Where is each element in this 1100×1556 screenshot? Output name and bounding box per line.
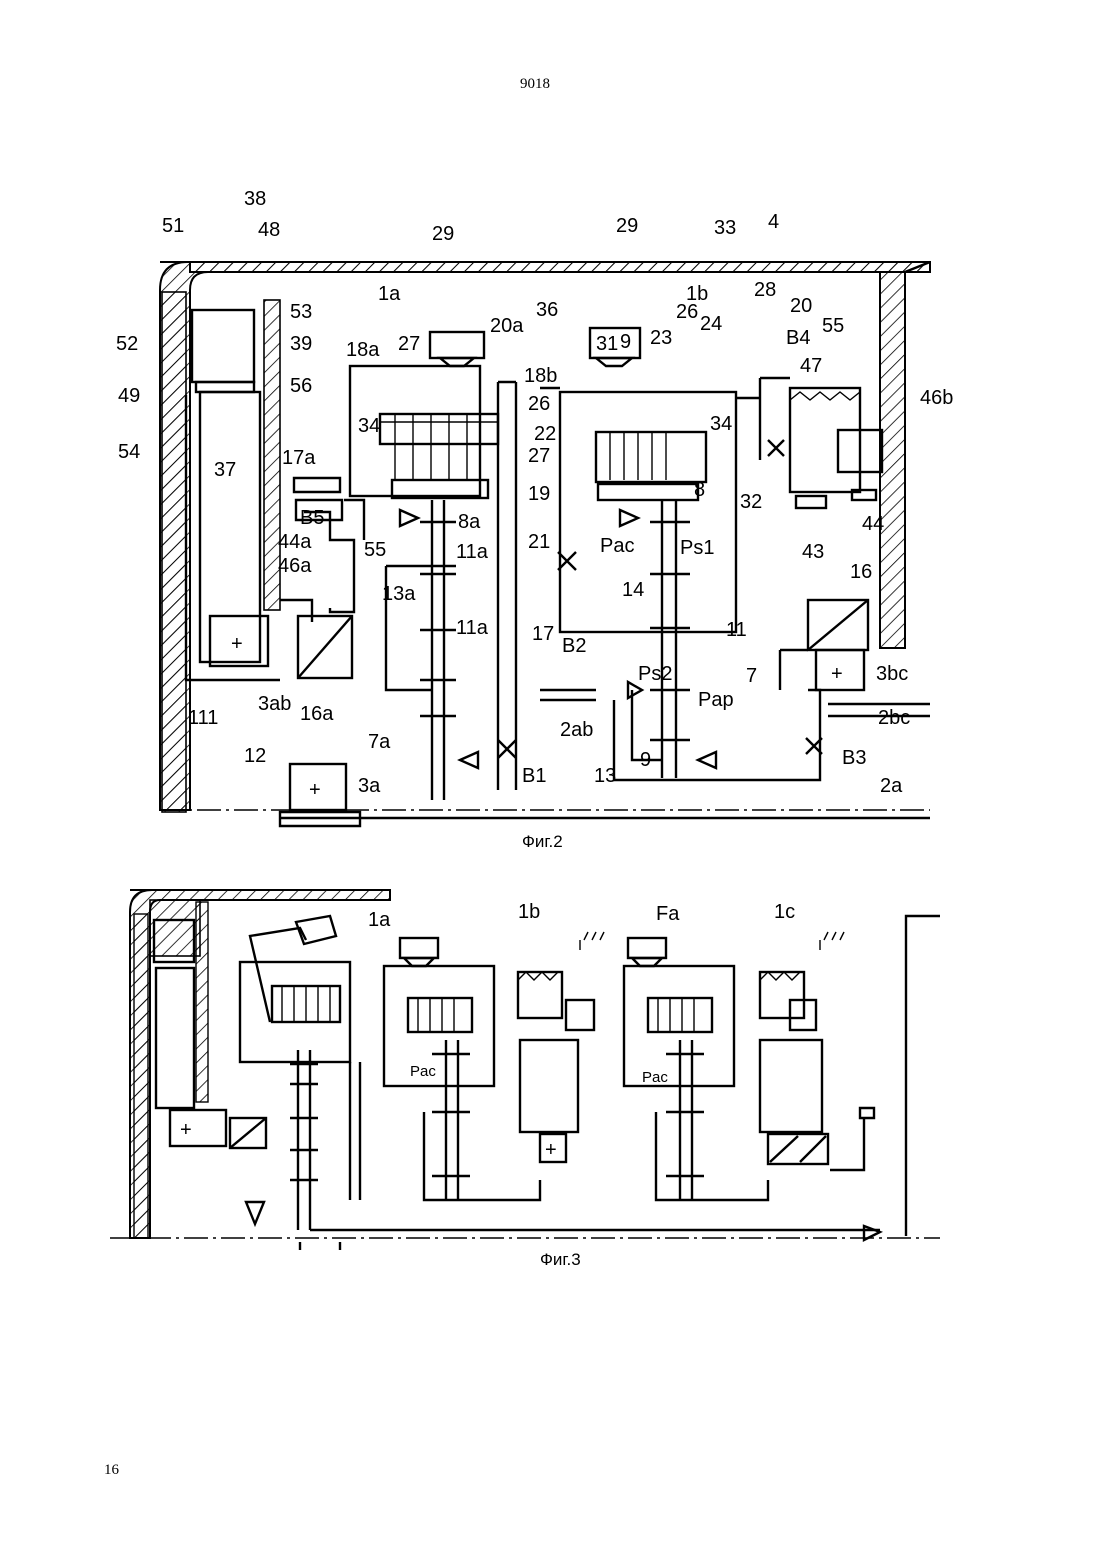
label: 32 — [740, 491, 762, 513]
label: 51 — [162, 215, 184, 237]
label: 20a — [490, 315, 524, 337]
label: 44 — [862, 513, 884, 535]
label: 9 — [640, 749, 651, 771]
label: B2 — [562, 635, 586, 657]
fig3-labels: 1a 1b Fa 1c Pac Pac — [368, 901, 795, 1086]
svg-text:+: + — [231, 633, 243, 655]
label: 38 — [244, 188, 266, 210]
label: 3bc — [876, 663, 908, 685]
label: 13a — [382, 583, 416, 605]
fig3-drawing: + + — [110, 890, 940, 1250]
label: 28 — [754, 279, 776, 301]
label: 1c — [774, 901, 795, 923]
label: 47 — [800, 355, 822, 377]
label: 1a — [368, 909, 391, 931]
label: 27 — [528, 445, 550, 467]
label: 22 — [534, 423, 556, 445]
label: 54 — [118, 441, 140, 463]
label: 3a — [358, 775, 381, 797]
label: 29 — [616, 215, 638, 237]
svg-text:+: + — [545, 1139, 557, 1161]
label: 2bc — [878, 707, 910, 729]
label: 20 — [790, 295, 812, 317]
label: 13 — [594, 765, 616, 787]
label: 3ab — [258, 693, 291, 715]
label: 31 — [596, 333, 618, 355]
label: 8 — [694, 479, 705, 501]
label: 26 — [528, 393, 550, 415]
label: 34 — [358, 415, 380, 437]
label: 12 — [244, 745, 266, 767]
label: 34 — [710, 413, 732, 435]
label: 33 — [714, 217, 736, 239]
label: Pac — [642, 1069, 668, 1086]
label: 52 — [116, 333, 138, 355]
label: 111 — [188, 707, 218, 729]
label: 36 — [536, 299, 558, 321]
label: 46a — [278, 555, 312, 577]
label: 7a — [368, 731, 391, 753]
figure-caption: Фиг.3 — [540, 1250, 581, 1270]
label: 26 — [676, 301, 698, 323]
label: 7 — [746, 665, 757, 687]
label: B5 — [300, 507, 324, 529]
label: 44a — [278, 531, 312, 553]
label: Pap — [698, 689, 734, 711]
label: 17a — [282, 447, 316, 469]
label: 53 — [290, 301, 312, 323]
label: 43 — [802, 541, 824, 563]
label: 16 — [850, 561, 872, 583]
label: B1 — [522, 765, 546, 787]
label: 8a — [458, 511, 481, 533]
label: 11a — [456, 541, 489, 563]
label: 2a — [880, 775, 903, 797]
figure-caption: Фиг.2 — [522, 832, 563, 852]
label: B4 — [786, 327, 810, 349]
label: 2ab — [560, 719, 593, 741]
svg-text:+: + — [831, 663, 843, 685]
label: 29 — [432, 223, 454, 245]
label: 14 — [622, 579, 644, 601]
label: 1b — [518, 901, 540, 923]
label: 21 — [528, 531, 550, 553]
label: 27 — [398, 333, 420, 355]
label: 56 — [290, 375, 312, 397]
svg-text:+: + — [309, 779, 321, 801]
label: 18a — [346, 339, 380, 361]
label: 46b — [920, 387, 953, 409]
label: Pac — [410, 1063, 436, 1080]
label: B3 — [842, 747, 866, 769]
label: 16a — [300, 703, 334, 725]
label: Ps2 — [638, 663, 672, 685]
label: 49 — [118, 385, 140, 407]
label: 23 — [650, 327, 672, 349]
label: 19 — [528, 483, 550, 505]
label: 48 — [258, 219, 280, 241]
page-footer-number: 16 — [104, 1462, 119, 1479]
label: 55 — [822, 315, 844, 337]
label: 11a — [456, 617, 489, 639]
label: Ps1 — [680, 537, 714, 559]
svg-text:+: + — [180, 1119, 192, 1141]
label: 17 — [532, 623, 554, 645]
label: 9 — [620, 331, 631, 353]
label: 37 — [214, 459, 236, 481]
label: 24 — [700, 313, 722, 335]
label: Pac — [600, 535, 634, 557]
label: 4 — [768, 211, 779, 233]
label: 1a — [378, 283, 401, 305]
label: Fa — [656, 903, 680, 925]
label: 39 — [290, 333, 312, 355]
label: 55 — [364, 539, 386, 561]
label: 18b — [524, 365, 557, 387]
label: 11 — [726, 619, 747, 641]
